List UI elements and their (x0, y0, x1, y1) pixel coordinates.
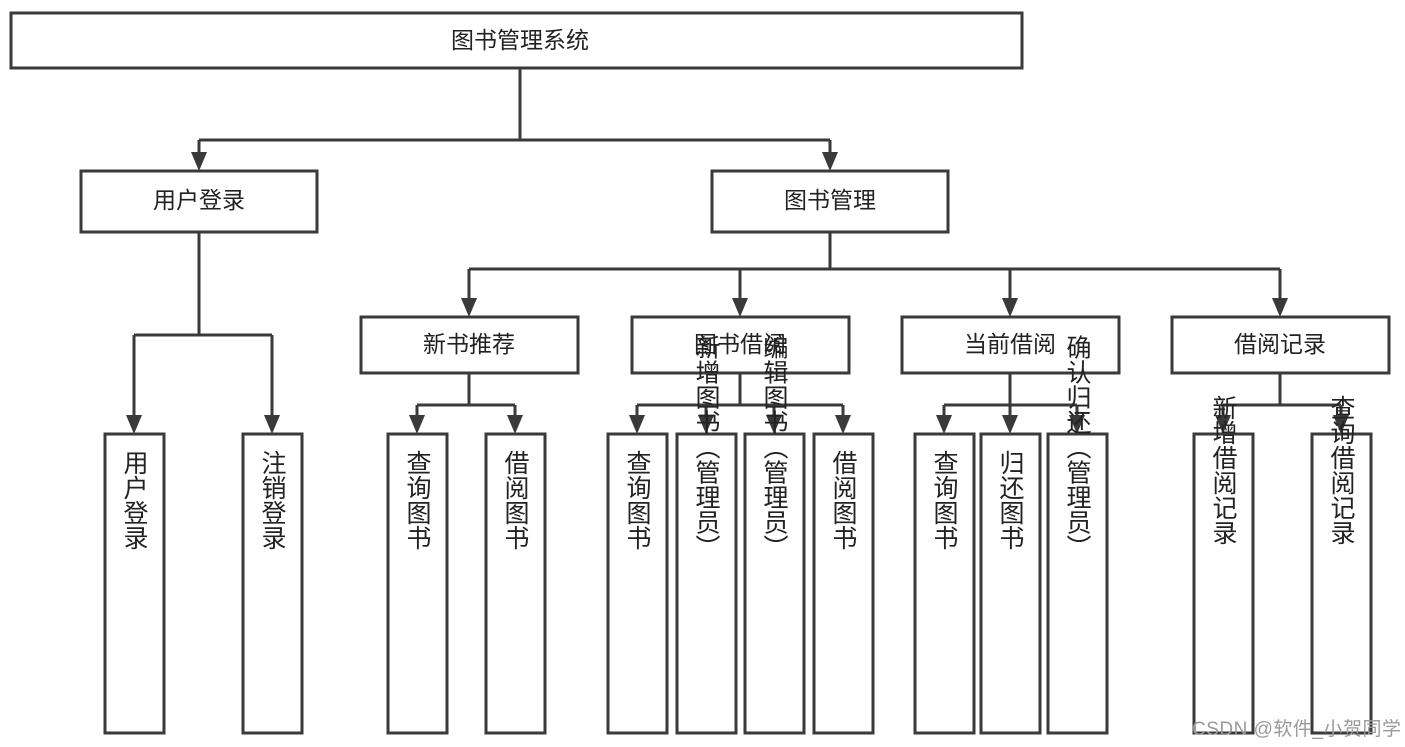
leaf-logout-login-label: 注销登录 (258, 450, 287, 550)
leaf-logout-login-box[interactable] (241, 432, 304, 735)
leaf-user-login[interactable]: 用户登录 (103, 432, 166, 735)
node-book-borrow[interactable]: 图书借阅 (630, 315, 851, 375)
leaf-add-book-admin-box[interactable] (675, 432, 738, 735)
leaf-borrow-book-1-box[interactable] (484, 432, 547, 735)
arrowhead-leaf-borrow-book-2 (835, 415, 851, 434)
node-current-borrow-label: 当前借阅 (964, 331, 1056, 357)
arrowhead-leaf-return-book (1002, 415, 1018, 434)
arrowhead-user-login (191, 152, 207, 171)
arrowhead-borrow-record (1272, 298, 1288, 317)
leaf-user-login-box[interactable] (103, 432, 166, 735)
arrowhead-new-book-recommend (461, 298, 477, 317)
node-user-login[interactable]: 用户登录 (79, 169, 319, 234)
node-new-book-recommend-label: 新书推荐 (423, 331, 515, 357)
leaf-query-borrow-record[interactable]: 查询借阅记录 (1310, 395, 1373, 735)
arrowhead-book-management (822, 152, 838, 171)
csdn-watermark: CSDN @软件_小贺同学 (1192, 718, 1401, 740)
node-root-box[interactable] (9, 11, 1024, 70)
arrowhead-leaf-query-book-2 (629, 415, 645, 434)
leaf-logout-login[interactable]: 注销登录 (241, 432, 304, 735)
node-current-borrow[interactable]: 当前借阅 (900, 315, 1121, 375)
arrowhead-leaf-add-borrow-record (1215, 415, 1231, 434)
leaf-query-book-2-box[interactable] (606, 432, 669, 735)
arrowhead-current-borrow (1002, 298, 1018, 317)
leaf-add-borrow-record-box[interactable] (1192, 432, 1255, 735)
leaf-query-book-2-label: 查询图书 (623, 450, 652, 550)
node-new-book-recommend-box[interactable] (359, 315, 580, 375)
node-book-management[interactable]: 图书管理 (710, 169, 950, 234)
arrowhead-book-borrow (732, 298, 748, 317)
leaf-edit-book-admin-label: 编辑图书（管理员） (760, 335, 789, 560)
arrowhead-leaf-query-borrow-record (1333, 415, 1349, 434)
leaf-borrow-book-2[interactable]: 借阅图书 (812, 432, 875, 735)
leaf-edit-book-admin-box[interactable] (743, 432, 806, 735)
node-user-login-box[interactable] (79, 169, 319, 234)
leaf-query-book-3-box[interactable] (913, 432, 976, 735)
leaf-borrow-book-1[interactable]: 借阅图书 (484, 432, 547, 735)
node-book-management-box[interactable] (710, 169, 950, 234)
leaf-query-book-3[interactable]: 查询图书 (913, 432, 976, 735)
node-new-book-recommend[interactable]: 新书推荐 (359, 315, 580, 375)
node-borrow-record-label: 借阅记录 (1234, 331, 1326, 357)
leaf-query-book-3-label: 查询图书 (930, 450, 959, 550)
leaf-query-borrow-record-label: 查询借阅记录 (1327, 395, 1356, 545)
node-borrow-record[interactable]: 借阅记录 (1170, 315, 1391, 375)
leaf-add-borrow-record-label: 新增借阅记录 (1209, 395, 1238, 545)
leaf-return-book-label: 归还图书 (996, 450, 1025, 550)
arrowhead-leaf-query-book-3 (936, 415, 952, 434)
node-book-borrow-label: 图书借阅 (694, 331, 786, 357)
arrowhead-leaf-borrow-book-1 (507, 415, 523, 434)
leaf-query-borrow-record-box[interactable] (1310, 432, 1373, 735)
arrowhead-leaf-confirm-return-admin (1069, 415, 1085, 434)
node-root[interactable]: 图书管理系统 (9, 11, 1024, 70)
leaf-return-book-box[interactable] (979, 432, 1042, 735)
leaf-confirm-return-admin-box[interactable] (1046, 432, 1109, 735)
node-current-borrow-box[interactable] (900, 315, 1121, 375)
edges-layer (126, 68, 1349, 434)
arrowhead-leaf-query-book-1 (409, 415, 425, 434)
leaf-borrow-book-2-box[interactable] (812, 432, 875, 735)
leaf-add-book-admin[interactable]: 新增图书（管理员） (675, 335, 738, 735)
leaf-confirm-return-admin-label: 确认归还（管理员） (1063, 335, 1092, 560)
node-book-management-label: 图书管理 (784, 187, 876, 213)
leaf-borrow-book-2-label: 借阅图书 (829, 450, 858, 550)
arrowhead-leaf-add-book-admin (698, 415, 714, 434)
leaf-query-book-1-label: 查询图书 (403, 450, 432, 550)
node-root-label: 图书管理系统 (451, 27, 589, 53)
leaf-query-book-1-box[interactable] (386, 432, 449, 735)
arrowhead-leaf-logout-login (264, 415, 280, 434)
node-user-login-label: 用户登录 (153, 187, 245, 213)
leaf-return-book[interactable]: 归还图书 (979, 432, 1042, 735)
leaf-edit-book-admin[interactable]: 编辑图书（管理员） (743, 335, 806, 735)
leaf-add-borrow-record[interactable]: 新增借阅记录 (1192, 395, 1255, 735)
leaf-add-book-admin-label: 新增图书（管理员） (692, 335, 721, 560)
leaf-confirm-return-admin[interactable]: 确认归还（管理员） (1046, 335, 1109, 735)
node-book-borrow-box[interactable] (630, 315, 851, 375)
leaf-user-login-label: 用户登录 (120, 450, 149, 550)
leaf-query-book-2[interactable]: 查询图书 (606, 432, 669, 735)
arrowhead-leaf-user-login (126, 415, 142, 434)
leaf-query-book-1[interactable]: 查询图书 (386, 432, 449, 735)
arrowhead-leaf-edit-book-admin (766, 415, 782, 434)
leaf-borrow-book-1-label: 借阅图书 (501, 450, 530, 550)
node-borrow-record-box[interactable] (1170, 315, 1391, 375)
